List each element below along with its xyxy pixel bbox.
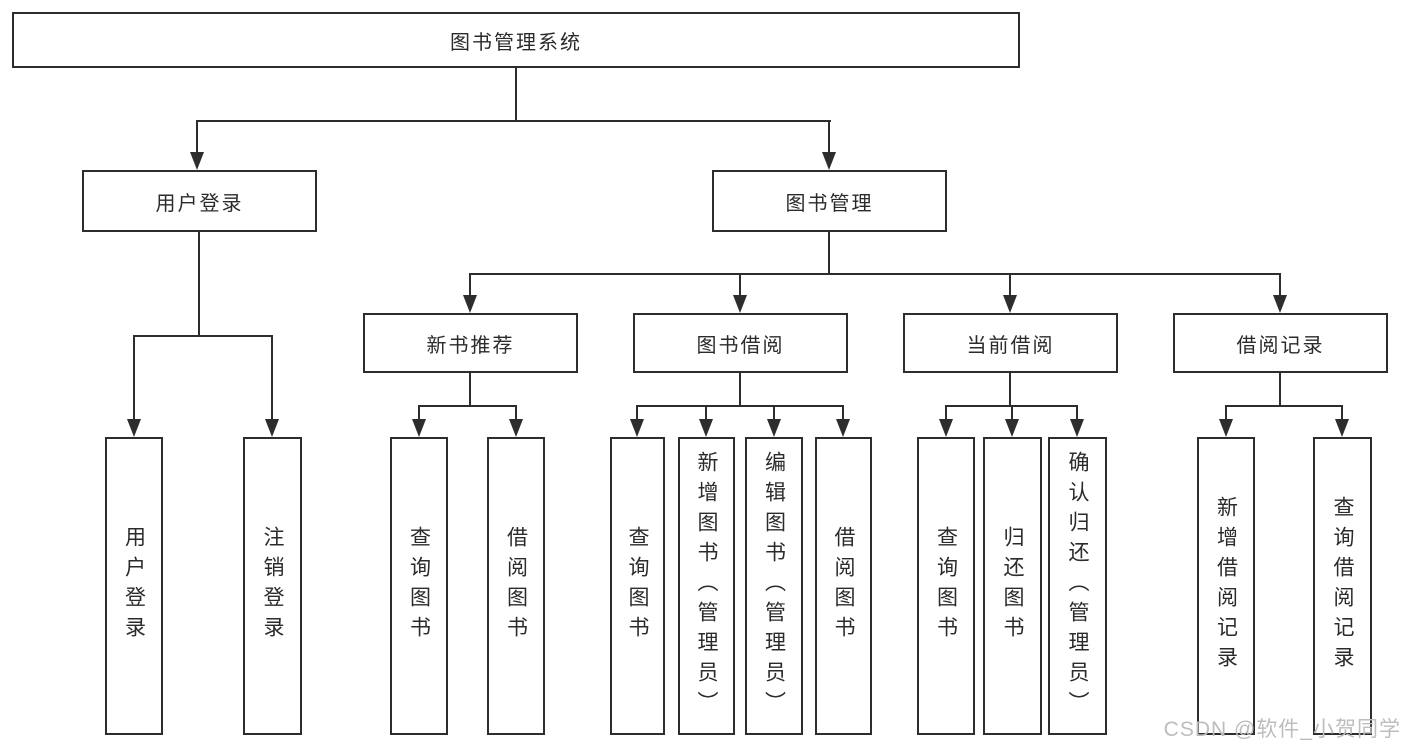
connector-root-branch <box>196 120 831 122</box>
node-leaf-user-login-label: 用户登录 <box>122 526 146 646</box>
arrowhead-return-book <box>1005 419 1019 437</box>
connector-borrow-record-stem <box>1279 373 1281 407</box>
connector-drop-leaf-logout <box>271 335 273 421</box>
arrowhead-query-book-borrow <box>630 419 644 437</box>
node-leaf-borrow-book-rec: 借阅图书 <box>487 437 545 735</box>
connector-user-login-branch <box>133 335 273 337</box>
node-leaf-query-book-borrow-label: 查询图书 <box>626 526 649 646</box>
node-book-mgmt-label: 图书管理 <box>785 192 874 215</box>
node-leaf-query-book-borrow: 查询图书 <box>610 437 665 735</box>
node-leaf-confirm-return-admin-label: 确认归还（管理员） <box>1066 451 1089 721</box>
node-leaf-logout: 注销登录 <box>243 437 302 735</box>
connector-drop-leaf-user-login <box>133 335 135 421</box>
node-leaf-add-book-admin: 新增图书（管理员） <box>678 437 735 735</box>
node-leaf-borrow-book-borrow-label: 借阅图书 <box>832 526 855 646</box>
node-root-label: 图书管理系统 <box>450 31 582 54</box>
connector-drop-query-book-rec <box>418 405 420 421</box>
arrowhead-book-mgmt <box>822 152 836 170</box>
arrowhead-add-borrow-record <box>1219 419 1233 437</box>
arrowhead-new-book-rec <box>463 295 477 313</box>
arrowhead-borrow-record <box>1273 295 1287 313</box>
connector-drop-current-borrow <box>1009 273 1011 299</box>
arrowhead-edit-book-admin <box>767 419 781 437</box>
node-new-book-rec: 新书推荐 <box>363 313 578 373</box>
node-new-book-rec-label: 新书推荐 <box>426 334 515 357</box>
connector-borrow-record-branch <box>1225 405 1343 407</box>
node-leaf-query-book-rec: 查询图书 <box>390 437 448 735</box>
node-leaf-return-book: 归还图书 <box>983 437 1042 735</box>
arrowhead-query-book-rec <box>412 419 426 437</box>
node-leaf-borrow-book-rec-label: 借阅图书 <box>504 526 528 646</box>
arrowhead-book-borrow <box>733 295 747 313</box>
node-user-login-label: 用户登录 <box>155 192 244 215</box>
node-leaf-user-login: 用户登录 <box>105 437 163 735</box>
connector-current-borrow-stem <box>1009 373 1011 407</box>
arrowhead-add-book-admin <box>699 419 713 437</box>
arrowhead-leaf-user-login <box>127 419 141 437</box>
node-leaf-query-borrow-record-label: 查询借阅记录 <box>1331 496 1354 676</box>
connector-book-mgmt-branch <box>469 273 1281 275</box>
connector-drop-borrow-record <box>1279 273 1281 299</box>
connector-drop-borrow-book-borrow <box>842 405 844 421</box>
connector-drop-user-login <box>196 120 198 154</box>
node-leaf-logout-label: 注销登录 <box>261 526 284 646</box>
node-leaf-return-book-label: 归还图书 <box>1001 526 1024 646</box>
connector-drop-book-mgmt <box>828 120 830 154</box>
connector-book-borrow-stem <box>739 373 741 407</box>
arrowhead-query-borrow-record <box>1335 419 1349 437</box>
node-book-borrow-label: 图书借阅 <box>696 334 785 357</box>
node-leaf-edit-book-admin: 编辑图书（管理员） <box>745 437 803 735</box>
node-leaf-query-book-current-label: 查询图书 <box>934 526 958 646</box>
node-leaf-add-book-admin-label: 新增图书（管理员） <box>695 451 718 721</box>
node-leaf-query-borrow-record: 查询借阅记录 <box>1313 437 1372 735</box>
connector-user-login-stem <box>198 232 200 337</box>
arrowhead-confirm-return <box>1070 419 1084 437</box>
node-user-login: 用户登录 <box>82 170 317 232</box>
node-leaf-borrow-book-borrow: 借阅图书 <box>815 437 872 735</box>
connector-book-mgmt-stem <box>828 232 830 275</box>
node-borrow-record-label: 借阅记录 <box>1236 334 1325 357</box>
arrowhead-query-book-current <box>939 419 953 437</box>
csdn-watermark: CSDN @软件_小贺同学 <box>1163 718 1401 741</box>
node-leaf-confirm-return-admin: 确认归还（管理员） <box>1048 437 1107 735</box>
connector-new-book-rec-branch <box>418 405 517 407</box>
node-leaf-add-borrow-record-label: 新增借阅记录 <box>1214 496 1238 676</box>
arrowhead-borrow-book-rec <box>509 419 523 437</box>
arrowhead-leaf-logout <box>265 419 279 437</box>
connector-new-book-rec-stem <box>469 373 471 407</box>
node-book-borrow: 图书借阅 <box>633 313 848 373</box>
node-leaf-edit-book-admin-label: 编辑图书（管理员） <box>762 451 786 721</box>
connector-drop-edit-book-admin <box>773 405 775 421</box>
connector-drop-query-book-current <box>945 405 947 421</box>
node-leaf-query-book-current: 查询图书 <box>917 437 975 735</box>
node-leaf-add-borrow-record: 新增借阅记录 <box>1197 437 1255 735</box>
connector-root-stem <box>515 68 517 122</box>
connector-drop-confirm-return <box>1076 405 1078 421</box>
connector-drop-return-book <box>1011 405 1013 421</box>
node-book-mgmt: 图书管理 <box>712 170 947 232</box>
connector-book-borrow-branch <box>636 405 844 407</box>
connector-drop-borrow-book-rec <box>515 405 517 421</box>
node-leaf-query-book-rec-label: 查询图书 <box>407 526 431 646</box>
node-current-borrow: 当前借阅 <box>903 313 1118 373</box>
connector-drop-add-borrow-record <box>1225 405 1227 421</box>
arrowhead-borrow-book-borrow <box>836 419 850 437</box>
connector-drop-new-book-rec <box>469 273 471 299</box>
connector-drop-query-borrow-record <box>1341 405 1343 421</box>
arrowhead-user-login <box>190 152 204 170</box>
connector-drop-book-borrow <box>739 273 741 299</box>
arrowhead-current-borrow <box>1003 295 1017 313</box>
connector-drop-add-book-admin <box>705 405 707 421</box>
node-borrow-record: 借阅记录 <box>1173 313 1388 373</box>
node-current-borrow-label: 当前借阅 <box>966 334 1055 357</box>
connector-drop-query-book-borrow <box>636 405 638 421</box>
node-root: 图书管理系统 <box>12 12 1020 68</box>
